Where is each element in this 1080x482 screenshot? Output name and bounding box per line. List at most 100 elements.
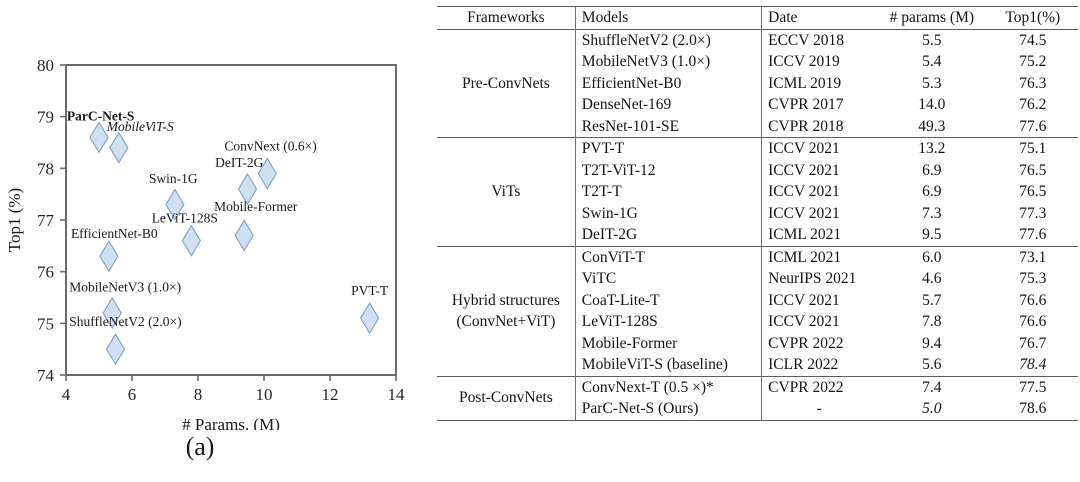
x-tick-label: 12 — [322, 385, 339, 404]
cell-top1: 76.5 — [1019, 161, 1047, 179]
scatter-point-label: EfficientNet-B0 — [71, 226, 158, 241]
panel-a-caption: (a) — [185, 432, 215, 461]
group-label-4: Post-ConvNets — [437, 375, 576, 420]
scatter-point-label: MobileViT-S — [106, 119, 174, 134]
cell-params: 14.0 — [918, 96, 946, 113]
y-tick-label: 80 — [37, 56, 54, 75]
cell-model: MobileViT-S (baseline) — [574, 354, 762, 376]
cell-top1: 76.7 — [1019, 334, 1047, 352]
cell-date: ICML 2021 — [761, 224, 877, 246]
cell-model: ConViT-T — [574, 245, 762, 268]
cell-top1: 75.3 — [1019, 270, 1047, 287]
cell-model: LeViT-128S — [574, 311, 762, 333]
cell-model: PVT-T — [574, 137, 762, 160]
x-axis-title: # Params. (M) — [182, 415, 280, 430]
cell-date: ECCV 2018 — [761, 28, 877, 51]
th-top1: Top1(%) — [987, 6, 1078, 29]
table-header: Frameworks Models Date # params (M) Top1… — [437, 6, 1078, 29]
group-label-1: Pre-ConvNets — [437, 28, 576, 138]
th-frameworks: Frameworks — [437, 6, 576, 29]
y-tick-label: 76 — [37, 263, 54, 282]
cell-top1: 76.3 — [1019, 74, 1047, 92]
table-header-row: Frameworks Models Date # params (M) Top1… — [437, 6, 1078, 29]
th-date: Date — [761, 6, 877, 29]
cell-date: ICML 2019 — [761, 72, 877, 94]
cell-model: ParC-Net-S (Ours) — [574, 398, 762, 420]
table-bottom-rule — [437, 419, 1078, 421]
cell-params: 6.9 — [922, 161, 942, 179]
scatter-point-marker — [102, 296, 122, 330]
results-table-panel: Frameworks Models Date # params (M) Top1… — [437, 6, 1078, 421]
scatter-point-label: DeIT-2G — [215, 155, 263, 170]
scatter-point-marker — [105, 333, 126, 366]
group-label-2: ViTs — [437, 137, 576, 246]
cell-params: 9.4 — [922, 334, 942, 352]
scatter-point-marker — [257, 157, 277, 190]
cell-top1: 77.6 — [1019, 226, 1047, 243]
bottom-rule-cell — [575, 419, 762, 421]
y-tick-label: 74 — [37, 366, 55, 385]
scatter-point-marker — [109, 131, 129, 164]
bottom-rule-cell — [761, 419, 877, 421]
cell-params: 5.0 — [922, 400, 942, 417]
scatter-point-marker — [181, 224, 202, 257]
cell-date: ICCV 2021 — [761, 181, 877, 203]
scatter-point-label: ParC-Net-S — [67, 108, 134, 123]
results-table: Frameworks Models Date # params (M) Top1… — [437, 6, 1078, 421]
cell-params: 5.3 — [922, 74, 942, 92]
cell-date: ICCV 2021 — [761, 289, 877, 311]
cell-top1: 76.6 — [1019, 313, 1047, 330]
y-tick-label: 79 — [37, 108, 54, 127]
cell-params: 7.8 — [922, 313, 942, 330]
cell-date: ICML 2021 — [761, 245, 877, 268]
cell-model: CoaT-Lite-T — [574, 289, 762, 311]
scatter-point-label: Mobile-Former — [214, 199, 298, 214]
scatter-point-label: ShuffleNetV2 (2.0×) — [69, 314, 181, 329]
group-label-line-1: Hybrid structures — [451, 291, 560, 309]
cell-top1: 78.4 — [1019, 356, 1047, 373]
cell-model: DeIT-2G — [574, 224, 762, 246]
cell-params: 6.9 — [922, 183, 942, 200]
cell-model: ViTC — [574, 268, 762, 290]
cell-model: T2T-ViT-12 — [574, 159, 762, 181]
cell-date: ICCV 2021 — [761, 202, 877, 224]
scatter-point-label: Swin-1G — [149, 171, 198, 186]
cell-date: CVPR 2018 — [761, 115, 877, 138]
th-models: Models — [574, 6, 762, 29]
cell-date: NeurIPS 2021 — [761, 268, 877, 290]
cell-params: 6.0 — [876, 245, 988, 268]
cell-params: 7.3 — [922, 204, 942, 222]
cell-model: DenseNet-169 — [574, 94, 762, 116]
scatter-point-marker — [237, 172, 258, 206]
cell-top1: 75.2 — [1019, 53, 1047, 70]
y-tick-label: 77 — [37, 211, 55, 230]
cell-top1: 78.6 — [1019, 400, 1047, 417]
scatter-point-label: ConvNext (0.6×) — [224, 138, 316, 153]
cell-date: ICCV 2019 — [761, 51, 877, 73]
x-tick-label: 4 — [62, 385, 71, 404]
group-label-line-2: (ConvNet+ViT) — [456, 313, 556, 330]
cell-top1: 77.5 — [987, 375, 1078, 398]
group-label-3: Hybrid structures (ConvNet+ViT) — [437, 245, 576, 376]
bottom-rule-cell — [987, 419, 1078, 421]
cell-top1: 76.5 — [1019, 183, 1047, 200]
cell-date: ICCV 2021 — [761, 311, 877, 333]
cell-date: CVPR 2022 — [761, 332, 877, 354]
x-tick-label: 10 — [256, 385, 273, 404]
